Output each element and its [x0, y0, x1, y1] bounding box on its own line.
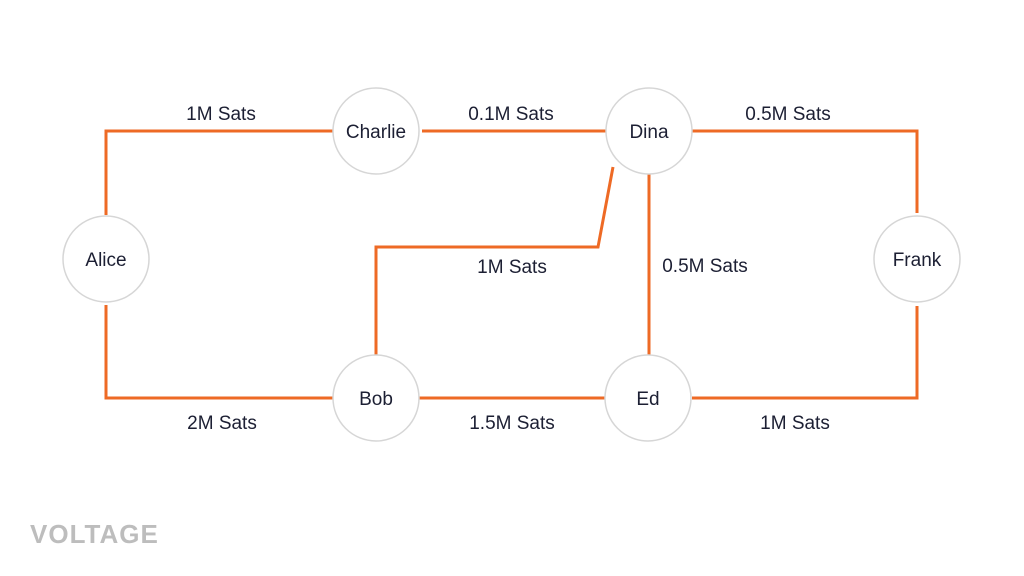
node-dina: Dina [605, 87, 693, 175]
edge-label-dina-ed: 0.5M Sats [662, 256, 748, 277]
node-alice: Alice [62, 215, 150, 303]
node-label-dina: Dina [629, 122, 669, 143]
edge-label-bob-dina: 1M Sats [477, 257, 547, 278]
edge-bob-dina [374, 166, 615, 355]
node-label-charlie: Charlie [346, 122, 406, 143]
edge-label-bob-ed: 1.5M Sats [469, 413, 555, 434]
edge-ed-frank [692, 306, 919, 400]
edge-label-dina-frank: 0.5M Sats [745, 104, 831, 125]
node-frank: Frank [873, 215, 961, 303]
edge-label-alice-charlie: 1M Sats [186, 104, 256, 125]
node-ed: Ed [604, 354, 692, 442]
edge-label-charlie-dina: 0.1M Sats [468, 104, 554, 125]
edge-alice-bob [104, 305, 333, 400]
edge-dina-frank [692, 129, 919, 213]
node-label-frank: Frank [893, 250, 942, 271]
edge-label-alice-bob: 2M Sats [187, 413, 257, 434]
edge-label-ed-frank: 1M Sats [760, 413, 830, 434]
node-charlie: Charlie [332, 87, 420, 175]
edge-alice-charlie [104, 129, 336, 215]
node-bob: Bob [332, 354, 420, 442]
node-label-bob: Bob [359, 389, 393, 410]
node-label-ed: Ed [636, 389, 659, 410]
node-label-alice: Alice [85, 250, 126, 271]
voltage-logo: VOLTAGE [30, 519, 159, 549]
